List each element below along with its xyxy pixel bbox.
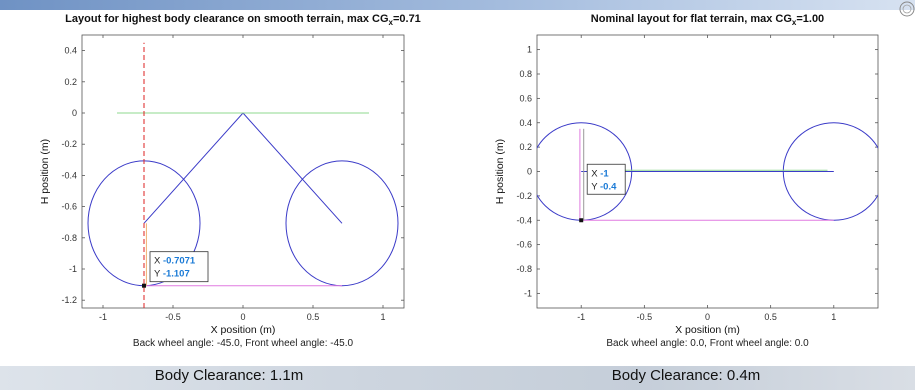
chart2-y-tick-label: 1 <box>527 45 532 55</box>
chart2-wheel-angle-annotation: Back wheel angle: 0.0, Front wheel angle… <box>606 338 809 349</box>
chart-svg: Layout for highest body clearance on smo… <box>39 13 421 349</box>
chart2-x-tick-label: -0.5 <box>637 312 653 322</box>
chart2-x-axis-label: X position (m) <box>675 324 740 336</box>
chart2-y-tick-label: 0.2 <box>519 142 532 152</box>
chart2-datatip-x: X -1 <box>591 168 609 179</box>
chart1-x-tick-label: -0.5 <box>165 312 181 322</box>
chart1-datatip-x: X -0.7071 <box>154 256 196 267</box>
body-clearance-caption-right: Body Clearance: 0.4m <box>611 367 761 384</box>
chart2-datatip-y: Y -0.4 <box>591 181 617 192</box>
chart1-y-tick-label: -1.2 <box>61 295 77 305</box>
chart2-y-tick-label: -1 <box>524 288 532 298</box>
body-clearance-caption-left: Body Clearance: 1.1m <box>154 367 304 384</box>
chart2-datatip-box <box>586 163 626 195</box>
chart1-y-tick-label: 0.2 <box>64 77 77 87</box>
header-band <box>0 0 915 10</box>
chart1-datatip-box <box>149 251 209 283</box>
seal-icon <box>899 1 915 17</box>
chart2-y-tick-label: 0.4 <box>519 118 532 128</box>
chart1-y-tick-label: -0.4 <box>61 170 77 180</box>
chart2-y-tick-label: 0 <box>527 167 532 177</box>
chart-right: Nominal layout for flat terrain, max CGx… <box>457 10 915 366</box>
chart-svg: Nominal layout for flat terrain, max CGx… <box>494 13 879 349</box>
chart1-x-tick-label: -1 <box>99 312 107 322</box>
chart1-x-tick-label: 0 <box>240 312 245 322</box>
chart2-y-tick-label: -0.8 <box>516 264 532 274</box>
chart1-x-tick-label: 0.5 <box>307 312 320 322</box>
chart-left: Layout for highest body clearance on smo… <box>0 10 457 366</box>
chart1-x-axis-label: X position (m) <box>211 324 276 336</box>
chart1-datatip-y: Y -1.107 <box>154 269 190 280</box>
chart2-x-tick-label: 1 <box>831 312 836 322</box>
caption-band <box>0 366 915 390</box>
chart2-y-tick-label: 0.6 <box>519 93 532 103</box>
chart1-y-tick-label: -0.2 <box>61 139 77 149</box>
chart1-y-tick-label: 0 <box>72 108 77 118</box>
chart1-title: Layout for highest body clearance on smo… <box>65 13 421 27</box>
chart1-y-axis-label: H position (m) <box>39 139 51 204</box>
chart1-y-tick-label: -0.6 <box>61 202 77 212</box>
chart2-datatip-marker <box>579 218 584 223</box>
chart1-datatip-marker <box>142 283 147 288</box>
chart1-x-tick-label: 1 <box>380 312 385 322</box>
chart2-y-tick-label: -0.6 <box>516 240 532 250</box>
chart2-x-tick-label: -1 <box>577 312 585 322</box>
chart2-x-tick-label: 0 <box>705 312 710 322</box>
chart2-y-axis-label: H position (m) <box>494 139 506 204</box>
chart1-wheel-angle-annotation: Back wheel angle: -45.0, Front wheel ang… <box>133 338 354 349</box>
chart1-y-tick-label: 0.4 <box>64 46 77 56</box>
chart2-y-tick-label: -0.4 <box>516 215 532 225</box>
chart2-x-tick-label: 0.5 <box>764 312 777 322</box>
chart1-y-tick-label: -1 <box>69 264 77 274</box>
chart1-y-tick-label: -0.8 <box>61 233 77 243</box>
chart1-marks <box>87 42 399 308</box>
chart2-title: Nominal layout for flat terrain, max CGx… <box>591 13 824 27</box>
chart1-plot-area <box>81 34 405 309</box>
chart2-y-tick-label: -0.2 <box>516 191 532 201</box>
chart2-y-tick-label: 0.8 <box>519 69 532 79</box>
